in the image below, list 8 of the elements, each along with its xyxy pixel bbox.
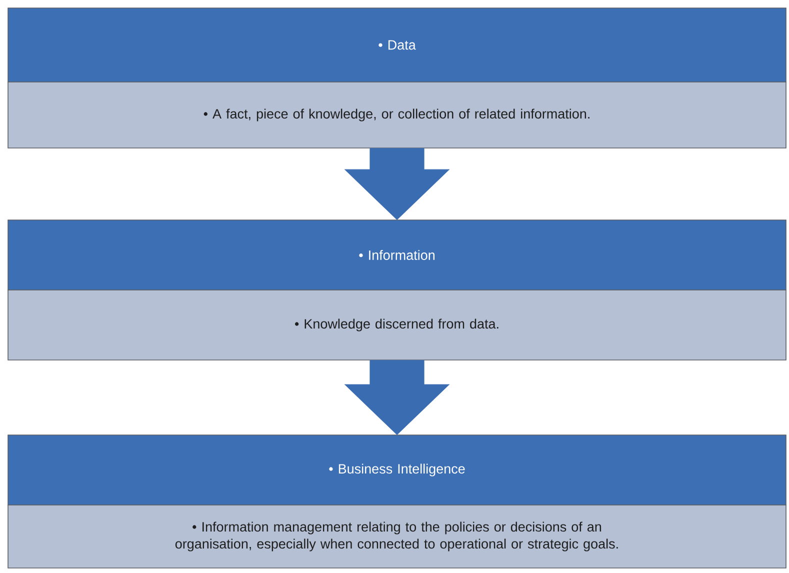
- header-band: • Information: [8, 220, 786, 290]
- description-band: • A fact, piece of knowledge, or collection of related information.: [8, 82, 786, 148]
- header-band: • Business Intelligence: [8, 434, 786, 506]
- block-arrow: [344, 148, 450, 220]
- header-band: • Data: [8, 8, 786, 82]
- block-arrow: [344, 360, 450, 436]
- description-band: • Information management relating to the policies or decisions of an organisation, especially when connected to operational or strategic goals.: [8, 504, 786, 568]
- description-band: • Knowledge discerned from data.: [8, 290, 786, 360]
